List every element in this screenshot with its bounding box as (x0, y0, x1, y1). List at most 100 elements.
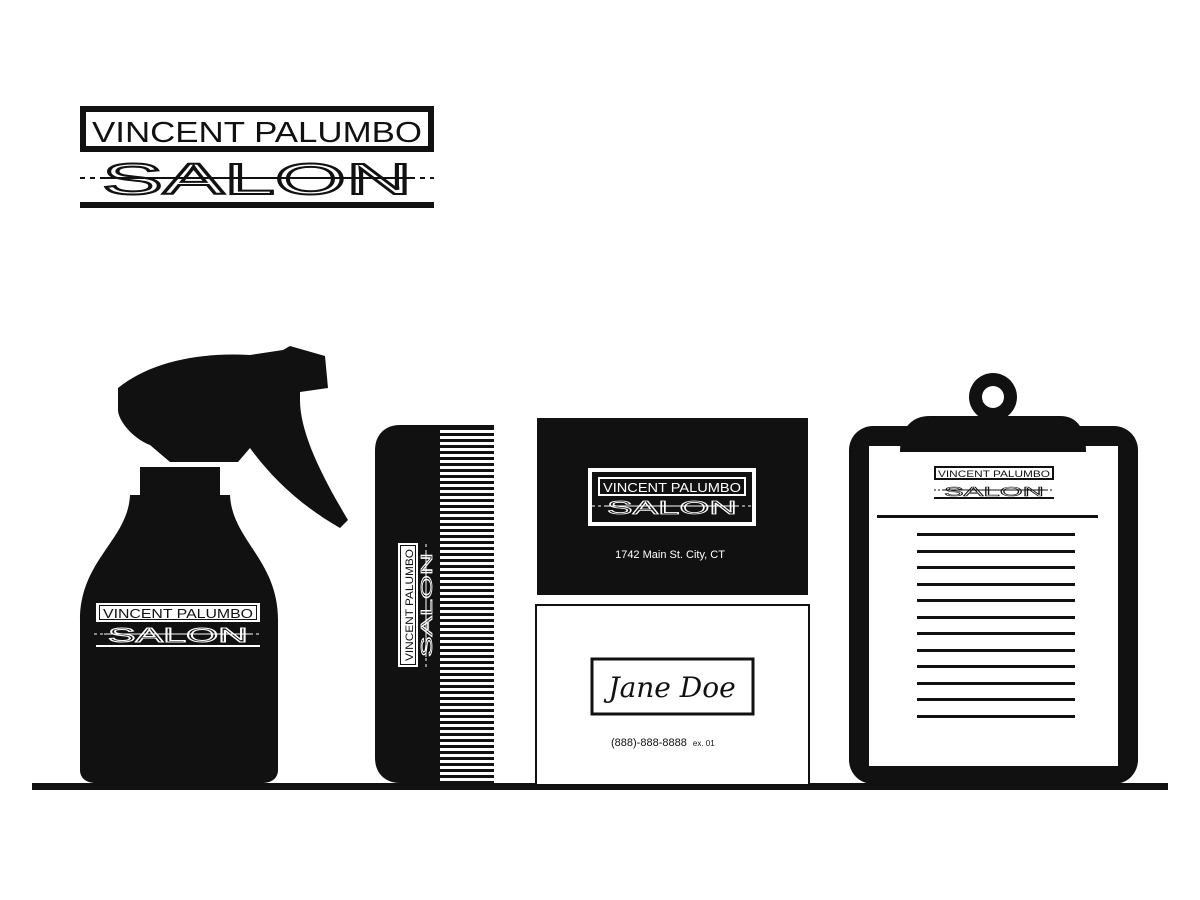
clipboard-line (917, 550, 1075, 553)
svg-text:SALON: SALON (944, 484, 1044, 499)
comb-tooth (440, 772, 494, 775)
clipboard-line (917, 632, 1075, 635)
svg-text:VINCENT PALUMBO: VINCENT PALUMBO (103, 606, 253, 621)
comb-tooth (440, 484, 494, 487)
brand-logo: VINCENT PALUMBO SALON (80, 106, 434, 208)
bottle-logo-label: VINCENT PALUMBO SALON (94, 601, 262, 649)
clipboard-line (917, 682, 1075, 685)
comb-tooth (440, 610, 494, 613)
comb-tooth (440, 730, 494, 733)
comb-tooth (440, 664, 494, 667)
brand-logo-name: VINCENT PALUMBO (92, 117, 422, 149)
comb-tooth (440, 508, 494, 511)
card-phone: (888)-888-8888 ex. 01 (611, 737, 715, 749)
comb-tooth (440, 574, 494, 577)
comb-tooth (440, 640, 494, 643)
comb-tooth (440, 724, 494, 727)
comb-tooth (440, 520, 494, 523)
comb-tooth (440, 454, 494, 457)
comb-tooth (440, 550, 494, 553)
brand-logo-salon: SALON (102, 155, 412, 204)
card-person-name: Jane Doe (603, 671, 735, 704)
comb-tooth (440, 628, 494, 631)
comb-tooth (440, 706, 494, 709)
svg-text:SALON: SALON (607, 498, 737, 518)
card-phone-ext: ex. 01 (693, 739, 715, 748)
comb-tooth (440, 460, 494, 463)
comb-tooth (440, 616, 494, 619)
comb-tooth (440, 676, 494, 679)
clipboard-line (917, 616, 1075, 619)
comb-tooth (440, 622, 494, 625)
comb-tooth (440, 766, 494, 769)
comb-tooth (440, 652, 494, 655)
comb-tooth (440, 430, 494, 433)
comb-tooth (440, 592, 494, 595)
comb-tooth (440, 778, 494, 781)
comb-tooth (440, 604, 494, 607)
spray-bottle-icon: VINCENT PALUMBO SALON (80, 346, 348, 783)
comb-tooth (440, 538, 494, 541)
clipboard-text-lines (917, 533, 1075, 718)
clipboard-line (917, 566, 1075, 569)
comb-tooth (440, 562, 494, 565)
comb-tooth (440, 670, 494, 673)
comb-tooth (440, 748, 494, 751)
svg-text:SALON: SALON (108, 625, 248, 647)
comb-tooth (440, 544, 494, 547)
clipboard-line (917, 583, 1075, 586)
svg-text:VINCENT PALUMBO: VINCENT PALUMBO (603, 480, 741, 495)
clipboard-line (917, 715, 1075, 718)
comb-teeth (440, 430, 494, 781)
card-phone-number: (888)-888-8888 (611, 737, 687, 749)
comb-tooth (440, 634, 494, 637)
clipboard-line (917, 698, 1075, 701)
clipboard-line (917, 533, 1075, 536)
svg-text:SALON: SALON (419, 553, 436, 657)
comb-tooth (440, 514, 494, 517)
clipboard-logo: VINCENT PALUMBO SALON (934, 466, 1054, 499)
comb-tooth (440, 580, 494, 583)
comb-icon: VINCENT PALUMBO SALON (375, 425, 494, 783)
comb-tooth (440, 712, 494, 715)
comb-tooth (440, 688, 494, 691)
comb-tooth (440, 700, 494, 703)
card-address: 1742 Main St. City, CT (615, 549, 725, 561)
business-card-front: VINCENT PALUMBO SALON 1742 Main St. City… (537, 418, 808, 595)
comb-tooth (440, 466, 494, 469)
business-card-back: Jane Doe (888)-888-8888 ex. 01 (535, 604, 810, 786)
comb-tooth (440, 532, 494, 535)
comb-tooth (440, 472, 494, 475)
comb-tooth (440, 586, 494, 589)
comb-tooth (440, 556, 494, 559)
comb-tooth (440, 442, 494, 445)
clipboard-divider (877, 515, 1098, 518)
comb-logo-label: VINCENT PALUMBO SALON (398, 543, 436, 667)
shelf-line (32, 783, 1168, 790)
comb-tooth (440, 646, 494, 649)
comb-tooth (440, 436, 494, 439)
name-box (590, 657, 755, 716)
comb-tooth (440, 682, 494, 685)
comb-tooth (440, 736, 494, 739)
comb-tooth (440, 694, 494, 697)
clipboard-line (917, 649, 1075, 652)
comb-tooth (440, 496, 494, 499)
svg-text:VINCENT PALUMBO: VINCENT PALUMBO (938, 469, 1050, 479)
comb-tooth (440, 448, 494, 451)
svg-text:VINCENT PALUMBO: VINCENT PALUMBO (404, 549, 416, 661)
comb-tooth (440, 658, 494, 661)
comb-tooth (440, 478, 494, 481)
comb-tooth (440, 760, 494, 763)
comb-tooth (440, 526, 494, 529)
comb-tooth (440, 742, 494, 745)
comb-tooth (440, 718, 494, 721)
comb-tooth (440, 754, 494, 757)
clipboard-line (917, 599, 1075, 602)
clipboard-icon: VINCENT PALUMBO SALON (849, 373, 1138, 784)
comb-tooth (440, 490, 494, 493)
comb-tooth (440, 598, 494, 601)
comb-tooth (440, 502, 494, 505)
clipboard-line (917, 665, 1075, 668)
